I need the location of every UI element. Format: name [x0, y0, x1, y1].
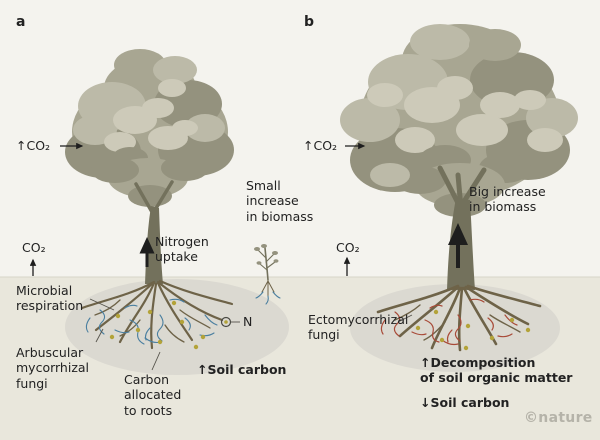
- emf-label-leader: [397, 314, 413, 323]
- tree-a-roots: [80, 279, 234, 350]
- microbial-respiration-label: Microbial respiration: [16, 283, 84, 314]
- panel-b-label: b: [304, 14, 315, 30]
- amf-label-leader: [95, 328, 104, 343]
- soil-nutrient-dots-b: [415, 309, 531, 351]
- ectomycorrhizal-fungi-network: [380, 298, 518, 346]
- co2-flux-label-a: CO₂: [22, 240, 46, 255]
- carbon-allocated-leader: [151, 351, 161, 371]
- ectomycorrhizal-fungi-label: Ectomycorrhizal fungi: [308, 312, 409, 343]
- nature-credit: ©nature: [524, 410, 593, 426]
- co2-flux-label-b: CO₂: [336, 240, 360, 255]
- co2-elevated-label-b: ↑CO₂: [303, 138, 338, 153]
- soil-patch-b: [350, 284, 560, 372]
- tree-b-foliage: [340, 24, 578, 217]
- nitrogen-uptake-label: Nitrogen uptake: [155, 234, 209, 265]
- small-biomass-label: Small increase in biomass: [246, 178, 314, 224]
- co2-elevated-label-a: ↑CO₂: [16, 138, 51, 153]
- soil-carbon-label-a: ↑Soil carbon: [197, 362, 287, 377]
- soil-patch-a: [65, 279, 289, 375]
- soil-nutrient-dots-a: [109, 300, 206, 350]
- nitrogen-dot-callout: [220, 316, 240, 328]
- tree-a-foliage: [65, 49, 234, 207]
- big-biomass-label: Big increase in biomass: [469, 184, 546, 215]
- decomposition-label: ↑Decomposition of soil organic matter: [420, 355, 573, 386]
- nitrogen-symbol-label: N: [243, 314, 253, 329]
- carbon-allocated-label: Carbon allocated to roots: [124, 372, 182, 418]
- arbuscular-fungi-label: Arbuscular mycorrhizal fungi: [16, 345, 90, 391]
- sapling: [254, 244, 281, 305]
- microbial-respiration-leader: [89, 298, 115, 311]
- soil-carbon-label-b: ↓Soil carbon: [420, 395, 510, 410]
- panel-a-label: a: [16, 14, 26, 30]
